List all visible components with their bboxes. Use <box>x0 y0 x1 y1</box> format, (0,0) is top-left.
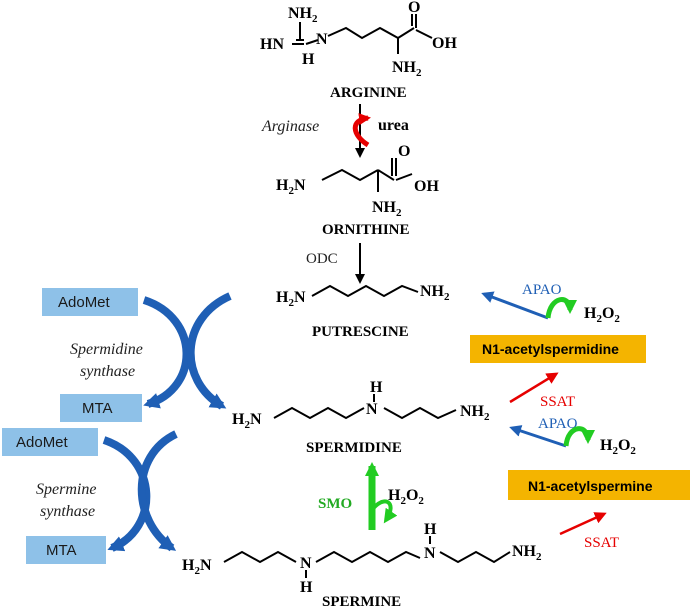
spermidine-synthase-line2: synthase <box>80 363 135 380</box>
ssat-label-2: SSAT <box>584 535 619 551</box>
arginine-hn: HN <box>260 36 284 53</box>
arginine-nh2-top: NH <box>288 5 313 22</box>
ssat-arrow-2 <box>559 512 607 536</box>
svg-text:H2O2: H2O2 <box>388 487 424 507</box>
svg-text:H2N: H2N <box>276 289 306 309</box>
svg-text:H2O2: H2O2 <box>600 437 636 457</box>
h2o2-label-1: H <box>584 305 597 322</box>
svg-text:NH2: NH2 <box>420 283 450 303</box>
ornithine-structure <box>321 158 413 192</box>
putrescine-nh2: NH <box>420 283 445 300</box>
spermine-n-1: N <box>300 555 312 572</box>
arginine-n: N <box>316 31 328 48</box>
spermidine-synthase-arrow-mta <box>142 296 191 409</box>
urea-label: urea <box>378 117 409 134</box>
spermidine-structure <box>273 394 457 420</box>
odc-label: ODC <box>306 251 338 267</box>
spermidine-h2n: H <box>232 411 245 428</box>
spermidine-nh2: NH <box>460 403 485 420</box>
n1-acetylspermidine-box <box>470 335 646 363</box>
smo-label: SMO <box>318 496 352 512</box>
h2o2-label-2: H <box>600 437 613 454</box>
ornithine-h2n: H <box>276 177 289 194</box>
spermidine-label: SPERMIDINE <box>306 440 402 456</box>
h2o2-release-arrow-1 <box>545 297 577 319</box>
svg-text:NH2: NH2 <box>372 199 402 219</box>
arginine-nh2-bottom: NH <box>392 59 417 76</box>
adomet-box-1 <box>42 288 138 316</box>
spermine-synthase-arrow-spermidine <box>137 430 178 552</box>
mta-label-2: MTA <box>46 542 77 559</box>
svg-text:NH2: NH2 <box>392 59 422 79</box>
arginine-h: H <box>302 51 315 68</box>
svg-text:NH2: NH2 <box>460 403 490 423</box>
svg-text:H2N: H2N <box>232 411 262 431</box>
spermine-h-2: H <box>424 521 437 538</box>
spermine-h2n: H <box>182 557 195 574</box>
spermidine-h: H <box>370 379 383 396</box>
ssat-arrow-1 <box>509 372 559 404</box>
spermine-nh2: NH <box>512 543 537 560</box>
adomet-box-2 <box>2 428 98 456</box>
apao-arrow-1 <box>481 291 549 320</box>
putrescine-h2n: H <box>276 289 289 306</box>
putrescine-structure <box>311 284 419 298</box>
spermidine-synthase-arrow-putrescine <box>186 292 232 410</box>
ornithine-o: O <box>398 143 410 160</box>
n1-acetylspermine-box <box>508 470 690 500</box>
spermine-label: SPERMINE <box>322 594 401 610</box>
ssat-label-1: SSAT <box>540 394 575 410</box>
ornithine-nh2: NH <box>372 199 397 216</box>
arginine-o: O <box>408 0 420 16</box>
ornithine-label: ORNITHINE <box>322 222 410 238</box>
mta-label-1: MTA <box>82 400 113 417</box>
h2o2-label-3: H <box>388 487 401 504</box>
svg-text:H2N: H2N <box>276 177 306 197</box>
spermine-h-1: H <box>300 579 313 596</box>
mta-box-1 <box>60 394 142 422</box>
smo-h2o2-release-arrow <box>370 499 398 524</box>
putrescine-label: PUTRESCINE <box>312 324 409 340</box>
h2o2-release-arrow-2 <box>563 426 595 447</box>
svg-text:NH2: NH2 <box>512 543 542 563</box>
svg-text:NH2: NH2 <box>288 5 318 25</box>
urea-release-arrow <box>352 113 371 148</box>
ornithine-oh: OH <box>414 178 439 195</box>
spermine-synthase-arrow-mta <box>102 436 151 552</box>
spermine-synthase-line1: Spermine <box>36 481 96 498</box>
spermine-n-2: N <box>424 545 436 562</box>
arginine-structure <box>292 14 433 54</box>
svg-text:H2O2: H2O2 <box>584 305 620 325</box>
n1-acetylspermine-label: N1-acetylspermine <box>528 478 653 494</box>
n1-acetylspermidine-label: N1-acetylspermidine <box>482 341 619 357</box>
spermine-synthase-line2: synthase <box>40 503 95 520</box>
svg-text:H2N: H2N <box>182 557 212 577</box>
arginine-oh: OH <box>432 35 457 52</box>
arginase-label: Arginase <box>261 118 319 135</box>
apao-label-1: APAO <box>522 282 562 298</box>
spermidine-synthase-line1: Spermidine <box>70 341 143 358</box>
adomet-label-1: AdoMet <box>58 294 111 311</box>
spermine-structure <box>223 536 511 578</box>
apao-label-2: APAO <box>538 416 578 432</box>
arginine-label: ARGININE <box>330 85 407 101</box>
apao-arrow-2 <box>509 425 567 448</box>
mta-box-2 <box>26 536 106 564</box>
spermidine-n: N <box>366 401 378 418</box>
adomet-label-2: AdoMet <box>16 434 69 451</box>
